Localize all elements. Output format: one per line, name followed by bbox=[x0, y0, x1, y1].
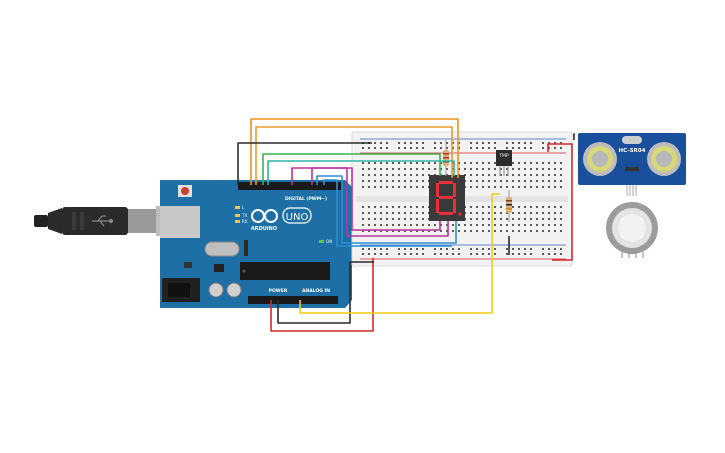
usb-cable bbox=[34, 206, 178, 236]
power-analog-header bbox=[248, 296, 338, 304]
wire-blue-1[interactable] bbox=[316, 175, 457, 244]
arduino-uno-board[interactable]: L TX RX ON ARDUINO UNO DIGITAL (PWM~) PO… bbox=[160, 180, 352, 308]
on-label: ON bbox=[326, 239, 332, 244]
tx-label: TX bbox=[241, 213, 247, 218]
usb-symbol-icon bbox=[92, 215, 114, 227]
tmp-label: TMP bbox=[498, 153, 509, 159]
tmp-sensor[interactable]: TMP bbox=[496, 150, 512, 176]
digital-header bbox=[238, 182, 342, 190]
round-sensor[interactable] bbox=[606, 202, 658, 258]
rx-label: RX bbox=[242, 219, 248, 224]
digital-pwm-label: DIGITAL (PWM~) bbox=[285, 196, 327, 202]
wire-black-top[interactable] bbox=[237, 142, 372, 185]
arduino-model-label: UNO bbox=[286, 212, 309, 223]
sensor-model-label: HC-SR04 bbox=[619, 148, 646, 154]
wire-magenta-2[interactable] bbox=[311, 167, 449, 237]
wire-orange-outer[interactable] bbox=[250, 118, 459, 185]
arduino-logo-icon bbox=[251, 209, 278, 223]
arduino-brand-label: ARDUINO bbox=[251, 226, 277, 232]
wire-yellow[interactable] bbox=[299, 193, 500, 314]
wire-magenta-1[interactable] bbox=[291, 167, 441, 231]
analog-in-label: ANALOG IN bbox=[302, 288, 330, 294]
display-segments bbox=[436, 181, 462, 216]
resistor-sensor[interactable] bbox=[506, 190, 512, 222]
wire-orange-inner[interactable] bbox=[255, 126, 453, 185]
wire-red-bottom[interactable] bbox=[270, 258, 374, 332]
wire-blue-2[interactable] bbox=[323, 179, 452, 247]
wire-black-right[interactable] bbox=[573, 133, 575, 140]
seven-segment-display[interactable] bbox=[429, 175, 465, 221]
wire-black-bottom[interactable] bbox=[277, 261, 374, 324]
usb-jack bbox=[160, 206, 200, 238]
power-label: POWER bbox=[269, 288, 288, 294]
wire-green[interactable] bbox=[262, 153, 441, 185]
l-label: L bbox=[242, 205, 245, 210]
wire-red-right[interactable] bbox=[547, 143, 573, 261]
hc-sr04-sensor[interactable]: HC-SR04 bbox=[578, 133, 686, 196]
atmega-chip bbox=[240, 262, 330, 280]
wire-teal[interactable] bbox=[267, 160, 455, 185]
wires bbox=[237, 118, 575, 332]
